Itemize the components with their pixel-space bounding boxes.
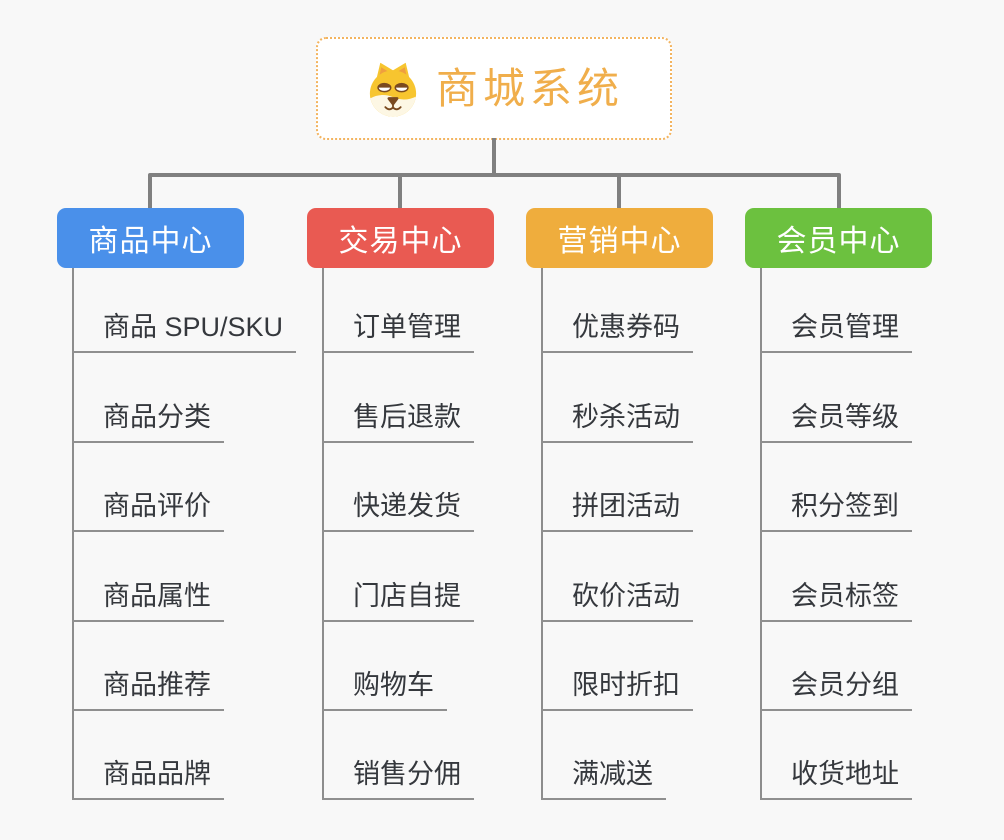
leaf-label[interactable]: 限时折扣 [541, 670, 693, 711]
leaf-node: 商品 SPU/SKU [72, 264, 297, 354]
leaf-node: 积分签到 [760, 443, 912, 533]
branch-member-center: 会员中心 会员管理 会员等级 积分签到 会员标签 会员分组 收货地址 [745, 208, 955, 818]
connector-drop-members [837, 175, 841, 209]
root-title: 商城系统 [435, 64, 624, 112]
leaf-label[interactable]: 积分签到 [760, 491, 912, 533]
leaf-node: 快递发货 [322, 443, 474, 533]
leaf-label[interactable]: 门店自提 [322, 581, 474, 622]
leaf-node: 会员等级 [760, 353, 912, 443]
leaf-label[interactable]: 快递发货 [322, 491, 474, 533]
branch-header-trade-center[interactable]: 交易中心 [307, 208, 494, 268]
connector-drop-products [148, 175, 152, 209]
leaf-label[interactable]: 商品评价 [72, 491, 224, 533]
leaf-node: 商品评价 [72, 443, 296, 533]
leaf-label[interactable]: 商品品牌 [72, 759, 224, 801]
leaf-label[interactable]: 购物车 [322, 670, 447, 711]
branch-trunk-line [322, 268, 324, 800]
root-node[interactable]: 商城系统 [316, 37, 672, 140]
leaf-node: 商品属性 [72, 532, 296, 622]
leaf-label[interactable]: 优惠券码 [541, 312, 693, 354]
leaf-node: 销售分佣 [322, 711, 474, 801]
leaf-label[interactable]: 会员分组 [760, 670, 912, 711]
leaf-label[interactable]: 订单管理 [322, 312, 474, 354]
leaf-label[interactable]: 砍价活动 [541, 581, 693, 622]
connector-root-stem [492, 138, 496, 175]
leaf-node: 优惠券码 [541, 264, 693, 354]
leaf-label[interactable]: 会员管理 [760, 312, 912, 354]
branch-children: 订单管理 售后退款 快递发货 门店自提 购物车 销售分佣 [322, 264, 474, 801]
leaf-node: 商品分类 [72, 353, 296, 443]
leaf-node: 秒杀活动 [541, 353, 693, 443]
leaf-node: 收货地址 [760, 711, 912, 801]
leaf-node: 砍价活动 [541, 532, 693, 622]
connector-drop-marketing [617, 175, 621, 209]
leaf-label[interactable]: 秒杀活动 [541, 402, 693, 443]
leaf-label[interactable]: 会员等级 [760, 402, 912, 443]
leaf-label[interactable]: 售后退款 [322, 402, 474, 443]
leaf-node: 拼团活动 [541, 443, 693, 533]
dog-face-icon [369, 62, 417, 117]
leaf-node: 售后退款 [322, 353, 474, 443]
leaf-node: 购物车 [322, 622, 474, 711]
branch-header-product-center[interactable]: 商品中心 [57, 208, 244, 268]
leaf-node: 会员标签 [760, 532, 912, 622]
leaf-label[interactable]: 商品分类 [72, 402, 224, 443]
leaf-label[interactable]: 商品推荐 [72, 670, 224, 711]
leaf-label[interactable]: 商品 SPU/SKU [72, 312, 297, 354]
branch-trade-center: 交易中心 订单管理 售后退款 快递发货 门店自提 购物车 销售分佣 [307, 208, 517, 818]
branch-trunk-line [760, 268, 762, 800]
leaf-node: 门店自提 [322, 532, 474, 622]
leaf-label[interactable]: 商品属性 [72, 581, 224, 622]
connector-drop-trade [398, 175, 402, 209]
leaf-label[interactable]: 满减送 [541, 759, 666, 801]
leaf-node: 满减送 [541, 711, 693, 801]
leaf-node: 会员分组 [760, 622, 912, 711]
branch-product-center: 商品中心 商品 SPU/SKU 商品分类 商品评价 商品属性 商品推荐 商品品牌 [57, 208, 297, 818]
leaf-node: 商品推荐 [72, 622, 296, 711]
branch-header-member-center[interactable]: 会员中心 [745, 208, 932, 268]
leaf-label[interactable]: 拼团活动 [541, 491, 693, 533]
leaf-node: 订单管理 [322, 264, 474, 354]
leaf-node: 商品品牌 [72, 711, 296, 801]
branch-marketing-center: 营销中心 优惠券码 秒杀活动 拼团活动 砍价活动 限时折扣 满减送 [526, 208, 736, 818]
connector-horizontal [148, 173, 841, 177]
branch-children: 商品 SPU/SKU 商品分类 商品评价 商品属性 商品推荐 商品品牌 [72, 264, 297, 801]
branch-header-marketing-center[interactable]: 营销中心 [526, 208, 713, 268]
branch-trunk-line [72, 268, 74, 800]
branch-trunk-line [541, 268, 543, 800]
leaf-node: 会员管理 [760, 264, 912, 354]
branch-children: 会员管理 会员等级 积分签到 会员标签 会员分组 收货地址 [760, 264, 912, 801]
leaf-label[interactable]: 销售分佣 [322, 759, 474, 801]
leaf-label[interactable]: 收货地址 [760, 759, 912, 801]
leaf-node: 限时折扣 [541, 622, 693, 711]
leaf-label[interactable]: 会员标签 [760, 581, 912, 622]
branch-children: 优惠券码 秒杀活动 拼团活动 砍价活动 限时折扣 满减送 [541, 264, 693, 801]
